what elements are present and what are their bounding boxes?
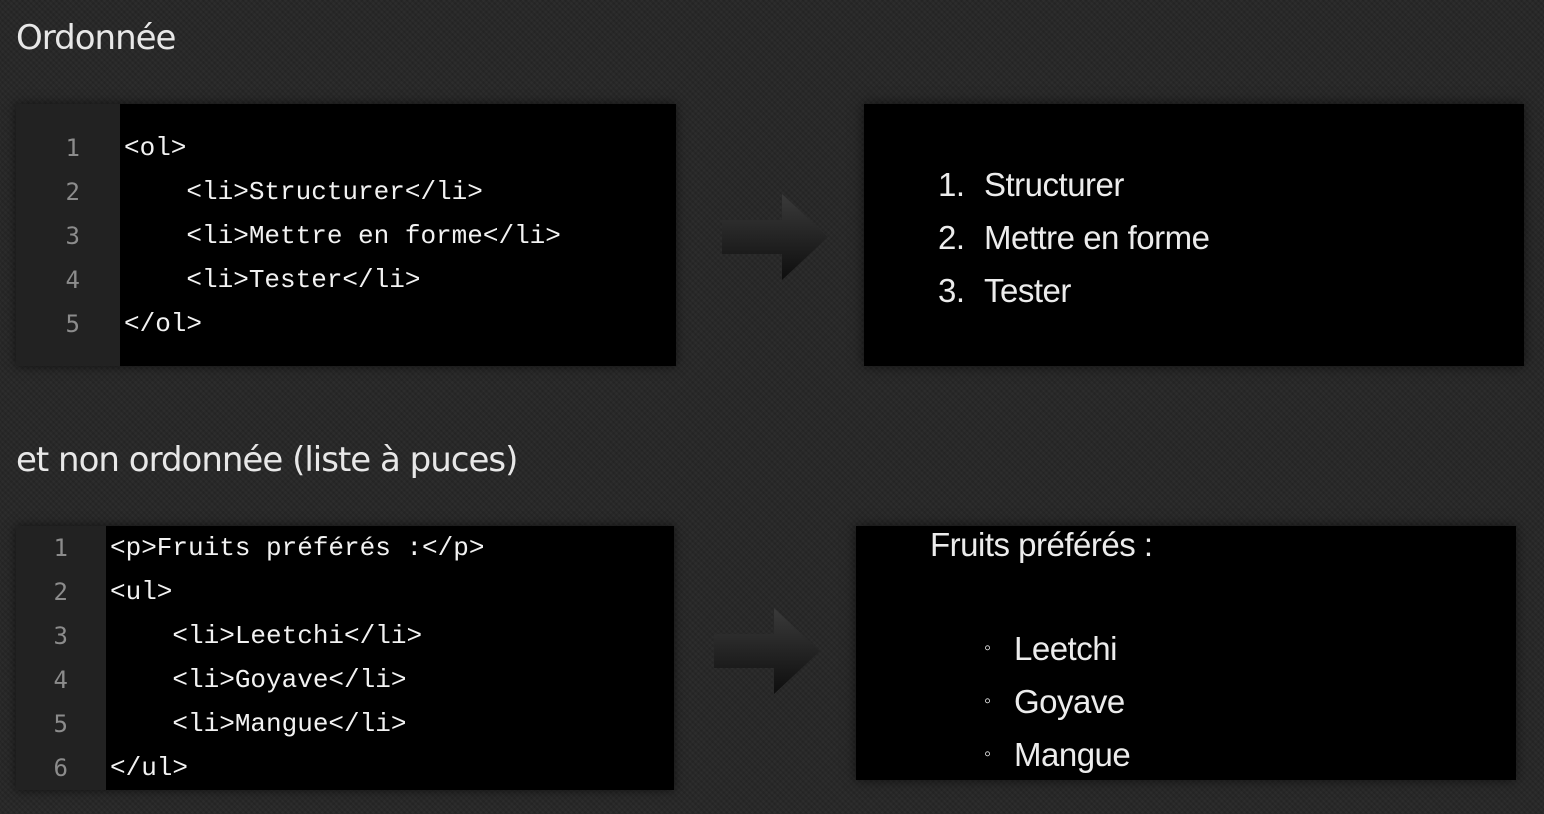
code-line: 5 </ol> — [16, 302, 676, 346]
list-item-text: Tester — [984, 272, 1071, 309]
code-block-unordered: 1 <p>Fruits préférés :</p> 2 <ul> 3 <li>… — [16, 526, 674, 790]
code-line: 3 <li>Leetchi</li> — [16, 614, 674, 658]
line-number: 2 — [53, 578, 68, 606]
list-number: 3. — [938, 272, 965, 309]
code-line: 5 <li>Mangue</li> — [16, 702, 674, 746]
code-line: 1 <p>Fruits préférés :</p> — [16, 526, 674, 570]
heading-unordered-list: et non ordonnée (liste à puces) — [16, 440, 518, 480]
code-text: </ol> — [124, 309, 203, 339]
code-text: <p>Fruits préférés :</p> — [110, 533, 485, 563]
line-number: 3 — [65, 222, 80, 250]
list-number: 1. — [938, 166, 965, 203]
list-item: 2. Mettre en forme — [938, 219, 1210, 257]
list-item-text: Mangue — [1014, 736, 1131, 773]
code-line: 2 <li>Structurer</li> — [16, 170, 676, 214]
heading-ordered-list: Ordonnée — [16, 18, 176, 58]
code-text: <ul> — [110, 577, 173, 607]
line-number: 1 — [53, 534, 68, 562]
line-number: 2 — [65, 178, 80, 206]
line-number-gutter — [16, 526, 106, 790]
line-number: 3 — [53, 622, 68, 650]
code-text: <li>Structurer</li> — [124, 177, 483, 207]
code-line: 1 <ol> — [16, 126, 676, 170]
list-item-text: Structurer — [984, 166, 1124, 203]
list-item: ◦ Leetchi — [984, 630, 1117, 668]
line-number-gutter — [16, 104, 120, 366]
code-text: </ul> — [110, 753, 189, 783]
list-number: 2. — [938, 219, 965, 256]
code-text: <li>Goyave</li> — [110, 665, 407, 695]
arrow-right-icon — [714, 608, 820, 694]
list-item-text: Goyave — [1014, 683, 1125, 720]
line-number: 5 — [53, 710, 68, 738]
bullet-icon: ◦ — [984, 689, 991, 712]
code-block-ordered: 1 <ol> 2 <li>Structurer</li> 3 <li>Mettr… — [16, 104, 676, 366]
code-text: <ol> — [124, 133, 187, 163]
code-line: 2 <ul> — [16, 570, 674, 614]
code-line: 3 <li>Mettre en forme</li> — [16, 214, 676, 258]
line-number: 4 — [65, 266, 80, 294]
code-line: 4 <li>Goyave</li> — [16, 658, 674, 702]
list-item: ◦ Mangue — [984, 736, 1131, 774]
code-text: <li>Tester</li> — [124, 265, 421, 295]
code-line: 4 <li>Tester</li> — [16, 258, 676, 302]
list-item: ◦ Goyave — [984, 683, 1125, 721]
rendered-paragraph: Fruits préférés : — [930, 526, 1153, 563]
list-item-text: Leetchi — [1014, 630, 1117, 667]
bullet-icon: ◦ — [984, 742, 991, 765]
list-item-text: Mettre en forme — [984, 219, 1210, 256]
line-number: 6 — [53, 754, 68, 782]
code-text: <li>Mettre en forme</li> — [124, 221, 561, 251]
code-text: <li>Mangue</li> — [110, 709, 407, 739]
line-number: 1 — [65, 134, 80, 162]
line-number: 4 — [53, 666, 68, 694]
code-line: 6 </ul> — [16, 746, 674, 790]
list-item: 1. Structurer — [938, 166, 1124, 204]
rendered-unordered-list: Fruits préférés : ◦ Leetchi ◦ Goyave ◦ Mang… — [856, 526, 1516, 780]
line-number: 5 — [65, 310, 80, 338]
bullet-icon: ◦ — [984, 636, 991, 659]
rendered-ordered-list: 1. Structurer 2. Mettre en forme 3. Tester — [864, 104, 1524, 366]
arrow-right-icon — [722, 194, 828, 280]
code-text: <li>Leetchi</li> — [110, 621, 423, 651]
list-item: 3. Tester — [938, 272, 1071, 310]
